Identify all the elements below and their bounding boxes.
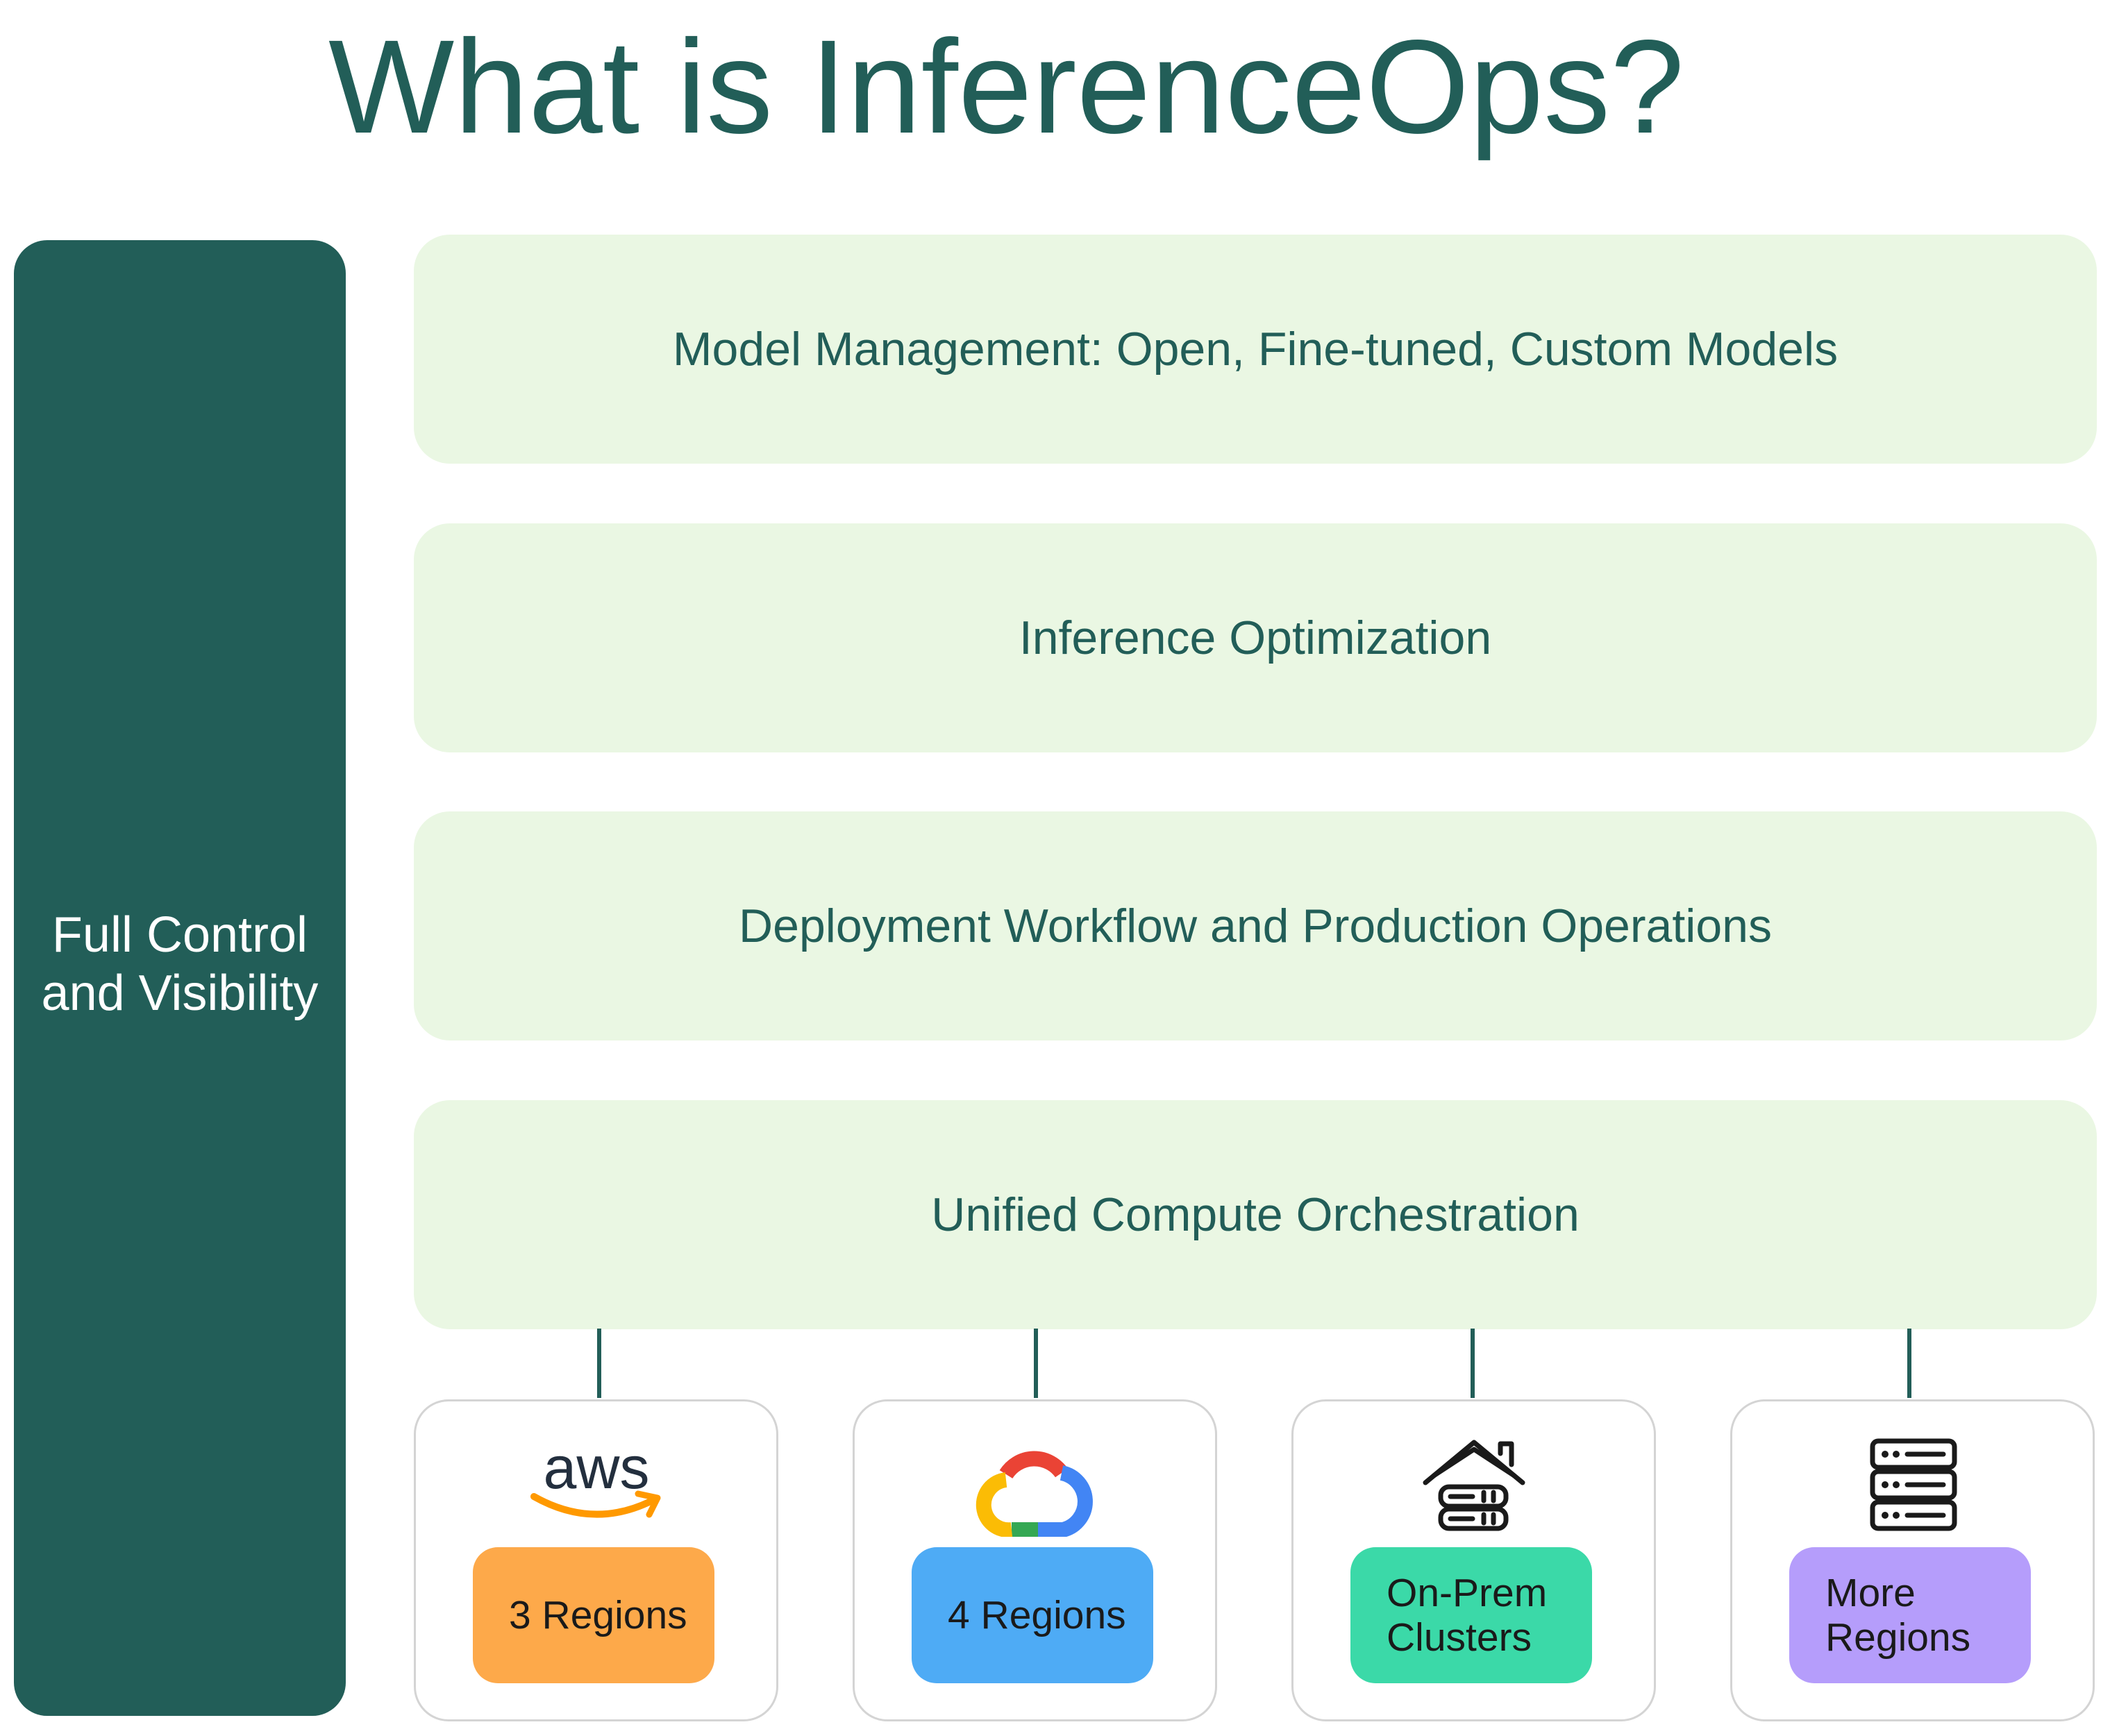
provider-card-gcp: 4 Regions — [853, 1399, 1217, 1721]
connector-gcp — [1034, 1329, 1038, 1398]
gcp-regions-badge: 4 Regions — [912, 1547, 1153, 1683]
google-cloud-logo-icon — [976, 1451, 1093, 1537]
layer-inference-optimization: Inference Optimization — [414, 523, 2097, 752]
server-rack-icon — [1870, 1438, 1957, 1531]
layer-label: Deployment Workflow and Production Opera… — [739, 900, 1772, 952]
provider-card-aws: aws 3 Regions — [414, 1399, 778, 1721]
provider-card-onprem: On-Prem Clusters — [1291, 1399, 1656, 1721]
layer-unified-compute: Unified Compute Orchestration — [414, 1100, 2097, 1329]
page-title: What is InferenceOps? — [328, 12, 1684, 161]
layer-label: Model Management: Open, Fine-tuned, Cust… — [672, 323, 1839, 376]
connector-more — [1907, 1329, 1911, 1398]
connector-onprem — [1471, 1329, 1475, 1398]
aws-logo-icon: aws — [530, 1435, 660, 1518]
aws-regions-badge: 3 Regions — [473, 1547, 714, 1683]
onprem-clusters-badge: On-Prem Clusters — [1350, 1547, 1592, 1683]
layer-deployment-workflow: Deployment Workflow and Production Opera… — [414, 811, 2097, 1040]
layer-model-management: Model Management: Open, Fine-tuned, Cust… — [414, 235, 2097, 464]
badge-label: 4 Regions — [948, 1593, 1126, 1637]
provider-card-more: More Regions — [1730, 1399, 2095, 1721]
badge-label: More Regions — [1825, 1571, 1971, 1660]
more-regions-badge: More Regions — [1789, 1547, 2031, 1683]
on-prem-house-server-icon — [1423, 1440, 1525, 1531]
aws-logo-text: aws — [543, 1435, 649, 1501]
full-control-sidebar: Full Control and Visibility — [14, 240, 346, 1716]
connector-aws — [597, 1329, 601, 1398]
badge-label: On-Prem Clusters — [1387, 1571, 1548, 1660]
badge-label: 3 Regions — [509, 1593, 687, 1637]
sidebar-label: Full Control and Visibility — [41, 907, 319, 1021]
layer-label: Unified Compute Orchestration — [931, 1188, 1580, 1241]
layer-label: Inference Optimization — [1019, 612, 1492, 664]
